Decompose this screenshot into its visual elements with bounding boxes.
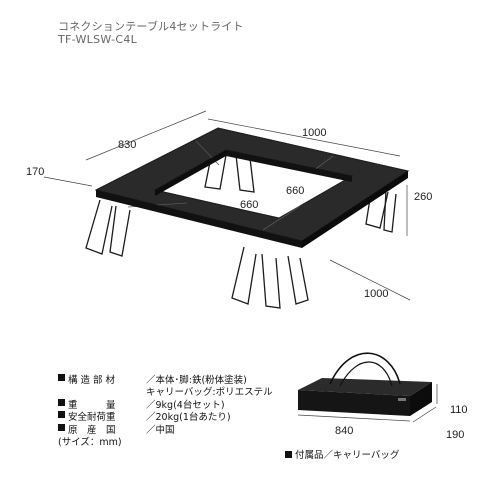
spec-structure-value: ／本体･脚:鉄(粉体塗装) <box>146 375 247 386</box>
spec-weight: 重 量 ／9kg(4台セット) <box>58 398 273 412</box>
table-legs <box>85 151 397 309</box>
dim-inner-right: 660 <box>286 185 304 197</box>
spec-load-label: 安全耐荷重 <box>68 412 116 424</box>
dim-height: 260 <box>414 191 432 203</box>
carry-bag-illustration <box>298 352 432 416</box>
bag-dim-depth: 190 <box>446 429 464 441</box>
bag-dim-length: 840 <box>335 425 353 437</box>
bag-dimension-lines <box>297 384 438 423</box>
dim-depth-outer: 830 <box>118 139 136 151</box>
dim-front-length: 1000 <box>364 288 388 300</box>
size-note-text: (サイズ：mm) <box>58 437 122 449</box>
spec-load: 安全耐荷重 ／20kg(1台あたり) <box>58 411 273 424</box>
spec-weight-value: ／9kg(4台セット) <box>146 399 225 411</box>
accessories-text: 付属品／キャリーバッグ <box>295 450 400 461</box>
dimension-lines <box>43 110 411 301</box>
spec-structure-value-2: キャリーバッグ:ポリエステル <box>146 387 273 399</box>
spec-origin: 原 産 国 ／中国 <box>58 423 273 437</box>
dim-side-width: 170 <box>26 166 44 178</box>
bullet-square <box>58 374 65 381</box>
bullet-square <box>58 398 65 406</box>
model-code: TF-WLSW-C4L <box>58 33 138 46</box>
spec-list: 構 造 部 材 ／本体･脚:鉄(粉体塗装) キャリーバッグ:ポリエステル 重 量 ／… <box>58 374 273 449</box>
dim-inner-left: 660 <box>240 199 258 211</box>
accessories: 付属品／キャリーバッグ <box>285 447 399 461</box>
spec-structure-sub: キャリーバッグ:ポリエステル <box>58 387 273 399</box>
spec-load-value: ／20kg(1台あたり) <box>146 412 231 424</box>
spec-origin-label: 原 産 国 <box>68 424 116 436</box>
dim-width-outer: 1000 <box>302 127 326 139</box>
spec-weight-label: 重 量 <box>68 399 116 411</box>
spec-origin-value: ／中国 <box>146 424 175 436</box>
bag-dim-height: 110 <box>450 404 468 416</box>
bullet-square <box>58 423 65 431</box>
spec-structure: 構 造 部 材 ／本体･脚:鉄(粉体塗装) <box>58 374 273 387</box>
spec-structure-label: 構 造 部 材 <box>68 375 116 386</box>
product-name: コネクションテーブル4セットライト <box>58 20 244 33</box>
bullet-square <box>58 411 65 419</box>
bullet-square <box>285 451 292 458</box>
size-note: (サイズ：mm) <box>58 437 273 449</box>
table-top <box>94 127 410 248</box>
